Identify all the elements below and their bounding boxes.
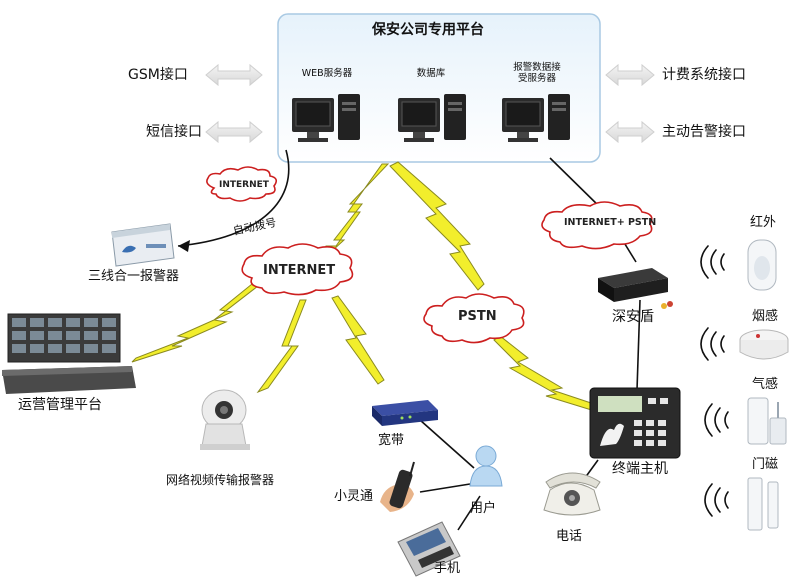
phone-label: 电话 — [556, 529, 583, 544]
bolt-internet-to-ops — [131, 283, 260, 363]
active-alarm-arrow-icon — [605, 120, 655, 144]
web-server-icon — [292, 94, 360, 142]
user-to-mobile-line — [457, 495, 481, 531]
shenandun-label: 深安盾 — [612, 309, 654, 325]
infrared-sensor-icon — [747, 239, 777, 291]
phs-label: 小灵通 — [334, 489, 374, 504]
terminal-host-icon — [589, 387, 681, 459]
user-to-phs-line — [419, 483, 471, 493]
internet-small-cloud — [206, 166, 278, 202]
wireless-signal-icon — [704, 483, 729, 517]
wireless-signal-icon — [700, 245, 725, 279]
internet-main-cloud — [241, 243, 354, 296]
bolt-internet-to-broadband — [331, 295, 385, 385]
infrared-sensor-label: 红外 — [750, 215, 777, 230]
terminal-host-label: 终端主机 — [612, 461, 668, 477]
pstn-cloud — [423, 293, 525, 344]
internet-pstn-cloud-label: INTERNET+ PSTN — [564, 217, 657, 228]
shenandun-device-icon — [598, 268, 673, 309]
alarm-server-icon — [502, 94, 570, 142]
door-sensor-icon — [747, 477, 779, 531]
server-label-alarm: 报警数据接受服务器 — [513, 61, 561, 84]
smoke-sensor-icon — [739, 329, 789, 360]
internet-pstn-cloud — [541, 201, 653, 250]
server-label-web: WEB服务器 — [302, 67, 353, 79]
platform-title: 保安公司专用平台 — [372, 22, 484, 38]
server-label-db: 数据库 — [417, 67, 446, 79]
ops-platform-label: 运营管理平台 — [18, 397, 102, 413]
telephone-icon — [543, 472, 601, 516]
database-server-icon — [398, 94, 466, 142]
mobile-phone-icon — [397, 521, 461, 577]
bolt-pstn-to-terminal — [493, 335, 601, 413]
active-alarm-interface-label: 主动告警接口 — [662, 124, 746, 140]
bolt-internet-to-camera — [256, 299, 307, 394]
door-sensor-label: 门磁 — [752, 457, 779, 472]
internet-main-cloud-label: INTERNET — [263, 263, 336, 278]
auto-dial-curve — [177, 149, 290, 247]
user-label: 用户 — [470, 501, 497, 516]
bolt-platform-to-pstn — [389, 161, 485, 291]
smoke-sensor-label: 烟感 — [752, 309, 779, 324]
mobile-label: 手机 — [434, 561, 461, 576]
gas-sensor-icon — [747, 397, 787, 445]
gsm-arrow-icon — [205, 63, 263, 87]
broadband-label: 宽带 — [378, 433, 405, 448]
ops-platform-icon — [2, 313, 136, 394]
billing-arrow-icon — [605, 63, 655, 87]
ip-camera-label: 网络视频传输报警器 — [166, 473, 275, 487]
wireless-signal-icon — [700, 327, 725, 361]
three-in-one-alarm-icon — [111, 223, 175, 267]
gsm-interface-label: GSM接口 — [128, 67, 188, 83]
sms-interface-label: 短信接口 — [146, 124, 202, 140]
billing-interface-label: 计费系统接口 — [662, 67, 746, 83]
phs-phone-icon — [380, 461, 415, 512]
gas-sensor-label: 气感 — [752, 377, 779, 392]
user-icon — [469, 445, 503, 487]
pstn-cloud-label: PSTN — [458, 309, 497, 324]
auto-dial-arrowhead-icon — [178, 240, 190, 252]
internet-small-cloud-label: INTERNET — [219, 180, 269, 190]
three-in-one-alarm-label: 三线合一报警器 — [88, 269, 180, 284]
sms-arrow-icon — [205, 120, 263, 144]
broadband-to-user-line — [419, 419, 475, 469]
wireless-signal-icon — [704, 403, 729, 437]
broadband-router-icon — [372, 400, 438, 426]
ip-camera-icon — [200, 389, 250, 450]
